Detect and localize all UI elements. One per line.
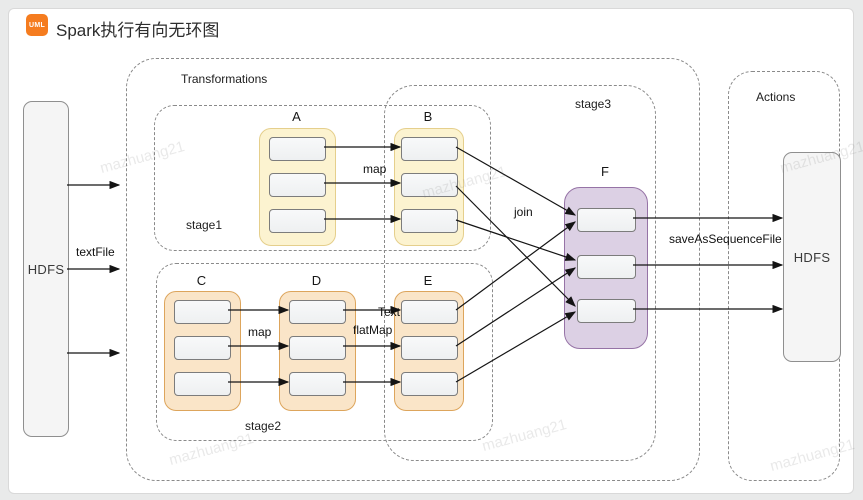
partition (577, 299, 636, 323)
edge-label-save: saveAsSequenceFile (669, 232, 782, 246)
container-stage3 (384, 85, 656, 461)
rdd-f-node (564, 187, 648, 349)
partition (401, 209, 458, 233)
page-title: Spark执行有向无环图 (56, 21, 220, 40)
partition (174, 372, 231, 396)
partition (174, 336, 231, 360)
edge-label-text: Text (378, 305, 401, 319)
partition (401, 137, 458, 161)
rdd-d-label: D (311, 273, 322, 288)
partition (401, 173, 458, 197)
hdfs-sink-node: HDFS (783, 152, 841, 362)
rdd-b-label: B (423, 109, 433, 124)
edge-label-map-ab: map (363, 162, 387, 176)
rdd-e-label: E (423, 273, 433, 288)
edge-label-textfile: textFile (76, 245, 115, 259)
partition (289, 372, 346, 396)
rdd-c-node (164, 291, 241, 411)
partition (269, 137, 326, 161)
partition (401, 336, 458, 360)
rdd-d-node (279, 291, 356, 411)
partition (269, 173, 326, 197)
edge-label-flatmap: flatMap (353, 323, 393, 337)
partition (289, 336, 346, 360)
rdd-e-node (394, 291, 464, 411)
rdd-a-label: A (292, 109, 301, 124)
partition (401, 300, 458, 324)
stage1-label: stage1 (186, 218, 223, 232)
partition (577, 208, 636, 232)
hdfs-source-node: HDFS (23, 101, 69, 437)
diagram-card: UML Spark执行有向无环图 Transformations stage1 … (8, 8, 863, 494)
partition (174, 300, 231, 324)
stage2-label: stage2 (245, 419, 282, 433)
rdd-b-node (394, 128, 464, 246)
partition (269, 209, 326, 233)
partition (289, 300, 346, 324)
partition (401, 372, 458, 396)
rdd-a-node (259, 128, 336, 246)
transformations-label: Transformations (181, 72, 268, 86)
edge-label-map-cd: map (248, 325, 272, 339)
actions-label: Actions (756, 90, 796, 104)
edge-label-join: join (514, 205, 533, 219)
partition (577, 255, 636, 279)
rdd-c-label: C (196, 273, 207, 288)
rdd-f-label: F (601, 164, 609, 179)
stage3-label: stage3 (575, 97, 612, 111)
uml-badge-icon: UML (26, 14, 48, 36)
container-transformations (126, 58, 700, 481)
